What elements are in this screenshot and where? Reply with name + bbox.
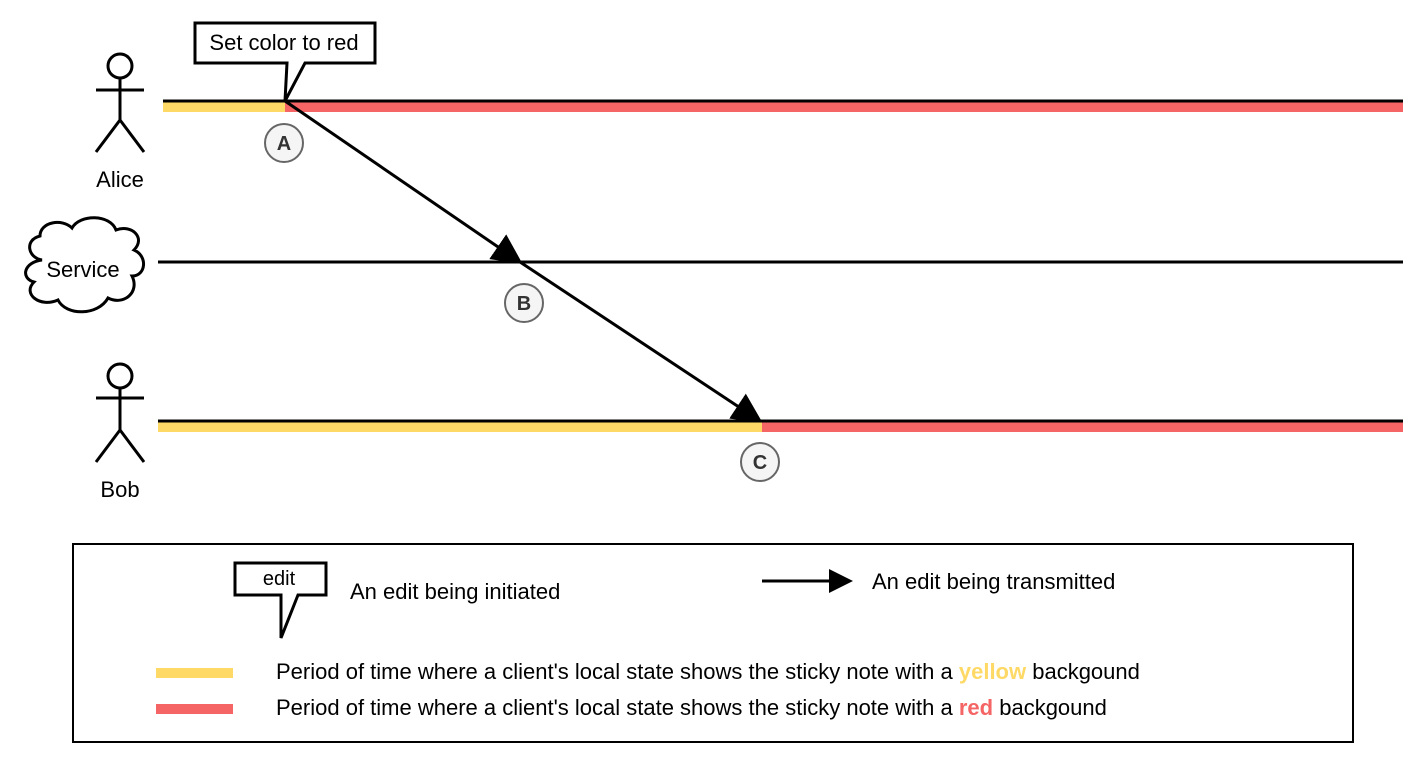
legend-yellow-word: yellow xyxy=(958,659,1027,684)
svg-text:C: C xyxy=(753,452,767,474)
legend-initiated-text: An edit being initiated xyxy=(350,579,561,604)
svg-text:A: A xyxy=(277,133,291,155)
marker-a: A xyxy=(264,123,304,163)
service-label: Service xyxy=(46,257,119,282)
alice-yellow-state-bar xyxy=(163,102,285,112)
alice-red-state-bar xyxy=(285,102,1403,112)
callout-text: Set color to red xyxy=(209,30,358,55)
legend-red-swatch xyxy=(156,704,233,714)
marker-c: C xyxy=(740,442,780,482)
bob-label: Bob xyxy=(100,477,139,502)
alice-actor-icon xyxy=(94,52,146,153)
bob-red-state-bar xyxy=(762,422,1403,432)
legend-callout-sample: edit xyxy=(233,561,328,639)
marker-b: B xyxy=(504,283,544,323)
legend-callout-sample-text: edit xyxy=(263,568,296,590)
legend-red-suffix: backgound xyxy=(993,695,1107,720)
legend-red-text: Period of time where a client's local st… xyxy=(276,697,1107,719)
alice-label: Alice xyxy=(96,167,144,192)
legend-red-prefix: Period of time where a client's local st… xyxy=(276,695,959,720)
legend-yellow-prefix: Period of time where a client's local st… xyxy=(276,659,959,684)
transmit-arrow-service-to-bob xyxy=(519,260,763,423)
legend-yellow-suffix: backgound xyxy=(1026,659,1140,684)
legend-transmitted-text: An edit being transmitted xyxy=(872,569,1116,594)
bob-yellow-state-bar xyxy=(158,422,762,432)
bob-timeline xyxy=(158,419,1403,432)
bob-actor-icon xyxy=(94,362,146,463)
transmit-arrow-alice-to-service xyxy=(284,99,523,264)
svg-text:B: B xyxy=(517,293,531,315)
edit-initiated-callout: Set color to red xyxy=(193,21,377,102)
legend-red-word: red xyxy=(958,695,994,720)
alice-timeline xyxy=(163,99,1403,112)
service-cloud-icon xyxy=(24,216,145,314)
legend-yellow-swatch xyxy=(156,668,233,678)
legend-yellow-text: Period of time where a client's local st… xyxy=(276,661,1140,683)
